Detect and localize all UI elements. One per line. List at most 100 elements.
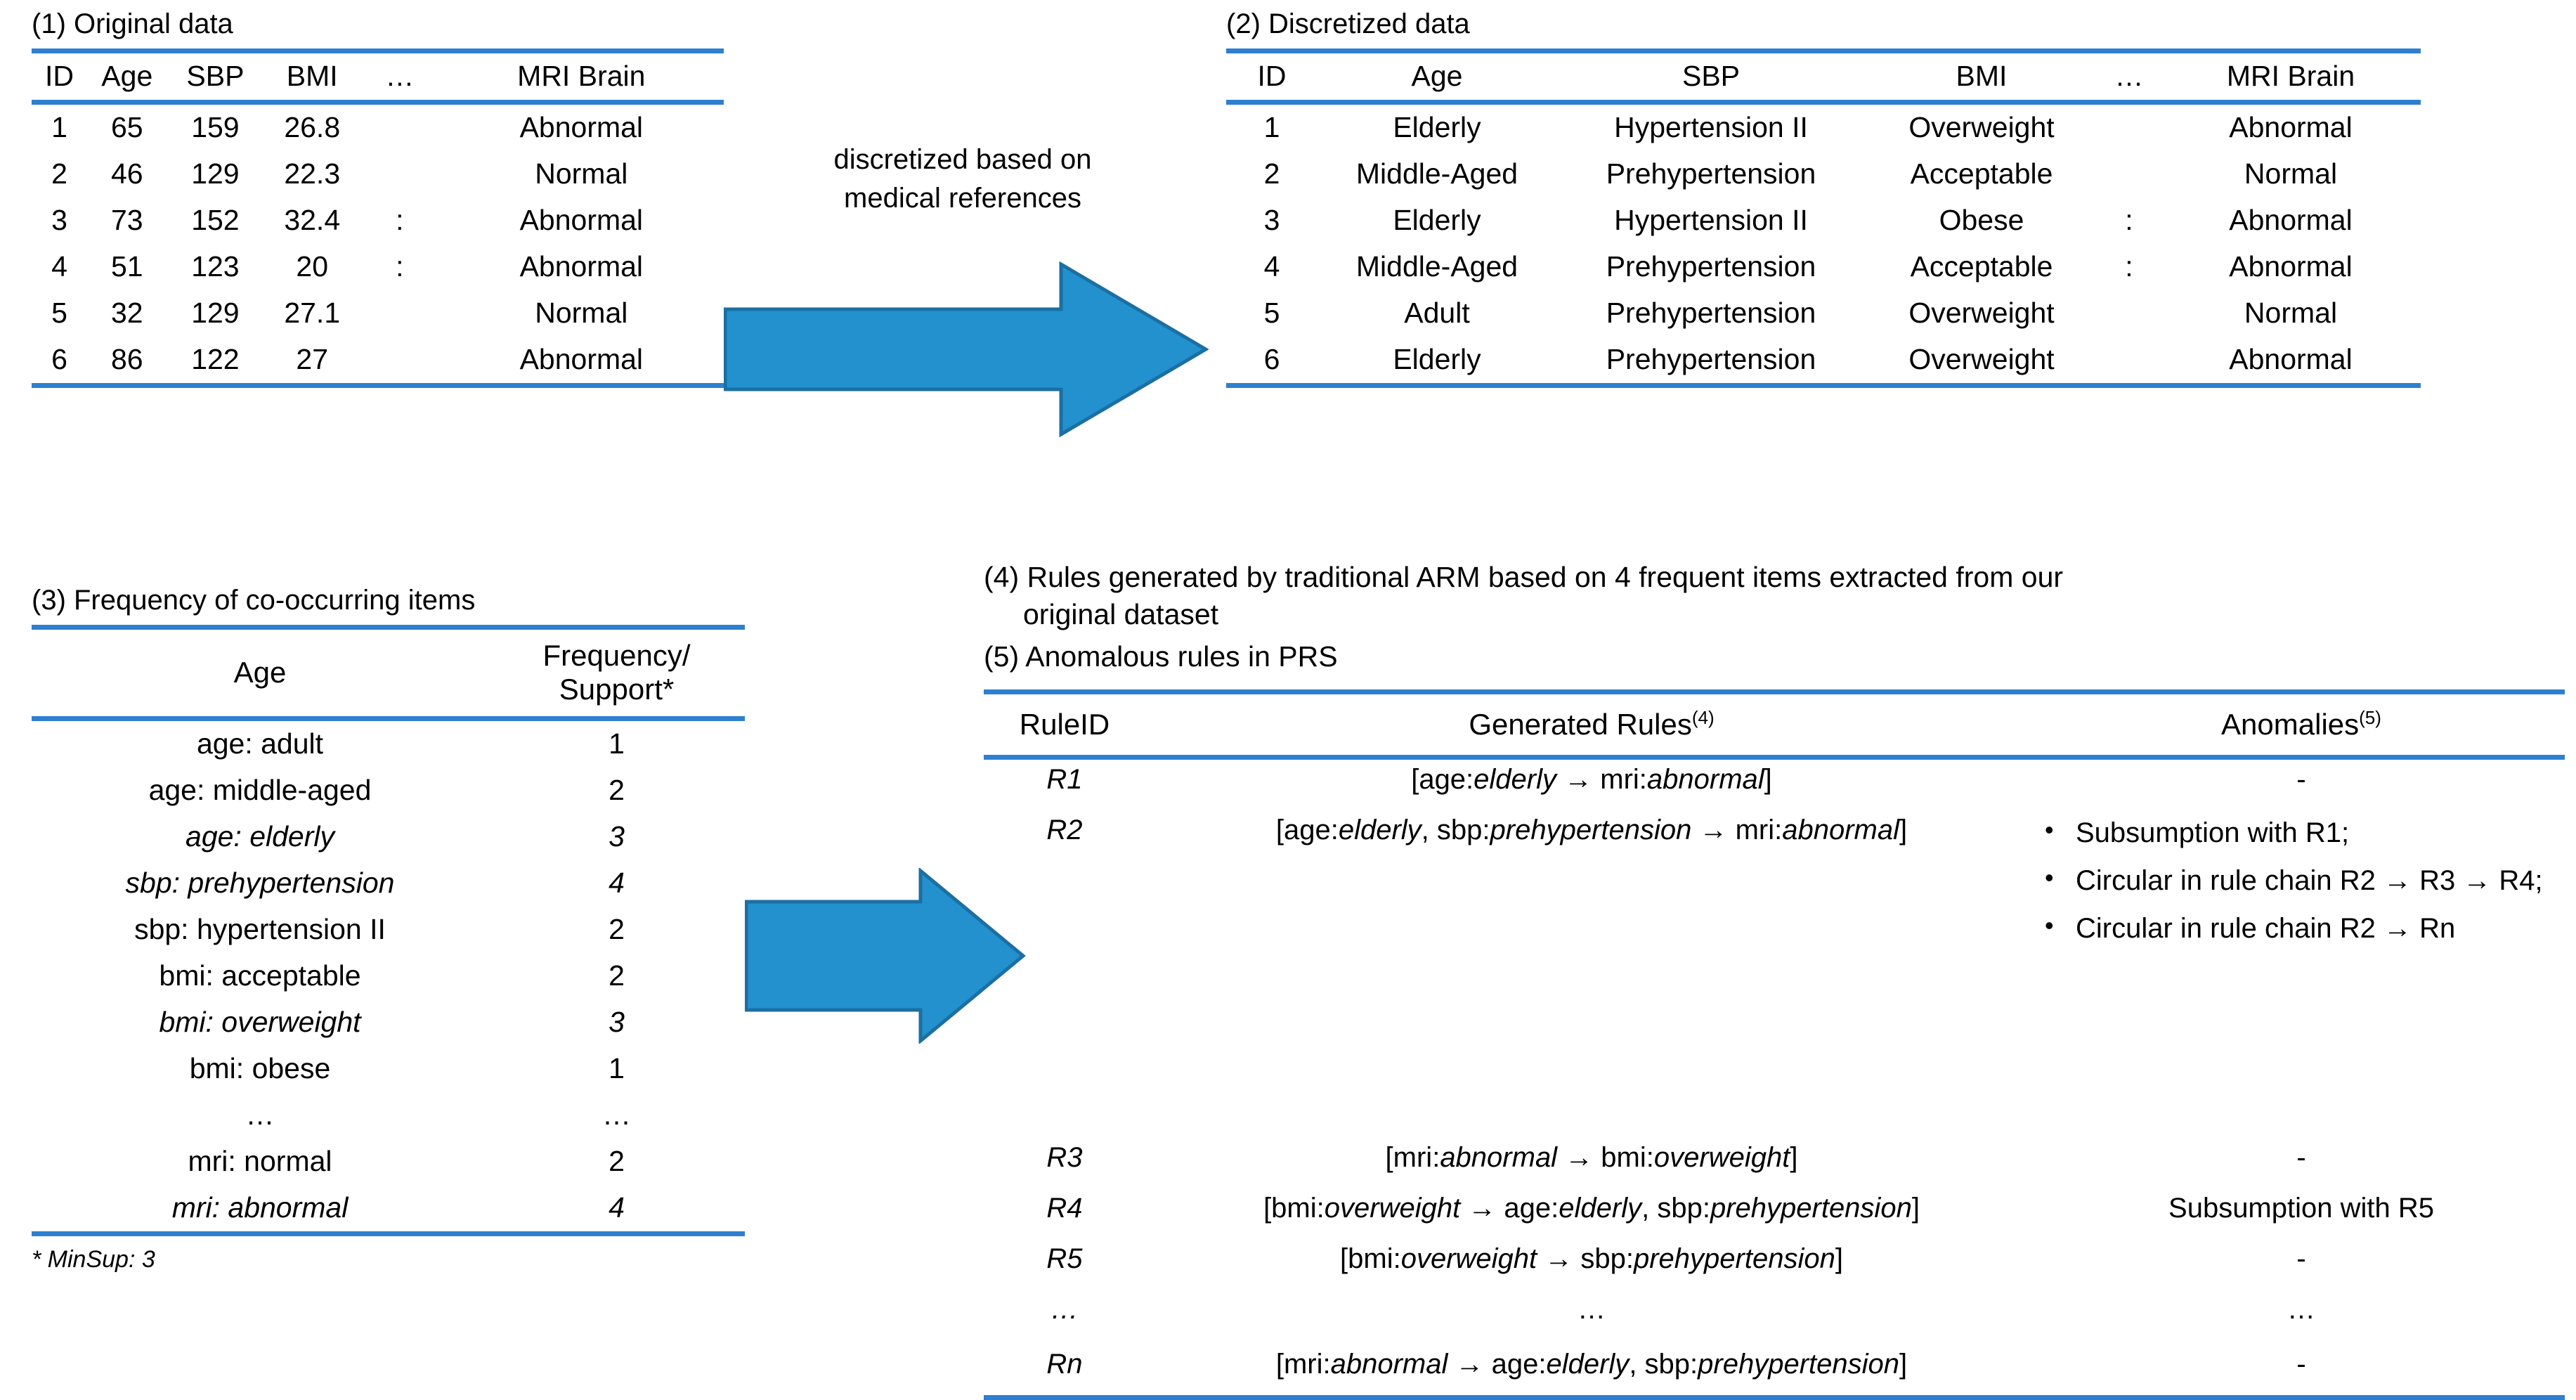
anomaly-value: - (2296, 763, 2306, 795)
table-cell: Prehypertension (1606, 343, 1816, 376)
table-cell: Prehypertension (1606, 250, 1816, 283)
table-cell: 129 (191, 297, 240, 330)
rule-row: R2[age:elderly, sbp:prehypertension → mr… (984, 810, 2565, 1138)
table-cell (360, 151, 438, 197)
rule-id: R5 (1046, 1243, 1083, 1274)
table-cell: 6 (1263, 343, 1280, 376)
table-cell: 5 (51, 297, 67, 330)
table-cell: 159 (191, 111, 240, 144)
table-cell: Overweight (1908, 343, 2055, 376)
col-header-mri-brain: MRI Brain (517, 60, 646, 93)
rule-attribute: ] (1899, 1348, 1908, 1380)
col-header-age: Age (233, 656, 287, 689)
rule-expression: [bmi:overweight → age:elderly, sbp:prehy… (1145, 1188, 2038, 1239)
col-header-bmi: BMI (1956, 60, 2008, 93)
anomalies-footnote-mark: (5) (2359, 707, 2381, 729)
table-cell: Middle-Aged (1355, 250, 1518, 283)
table-cell: Acceptable (1910, 250, 2053, 283)
freq-header-line2: Support* (559, 673, 675, 706)
table-cell: Hypertension II (1614, 204, 1808, 237)
rule-row: R4[bmi:overweight → age:elderly, sbp:pre… (984, 1188, 2565, 1239)
rule-expression: … (1145, 1290, 2038, 1344)
rule-anomalies: - (2038, 1239, 2565, 1290)
rules-thead: RuleID Generated Rules(4) Anomalies(5) (984, 692, 2565, 758)
col-header-age: Age (1411, 60, 1463, 93)
anomaly-value: - (2296, 1141, 2306, 1173)
rule-attribute: → age: (1448, 1348, 1547, 1380)
table-cell: Overweight (1908, 111, 2055, 144)
frequency-item-label: bmi: overweight (159, 1006, 361, 1039)
table-cell: Normal (535, 157, 628, 190)
table-cell: 65 (110, 111, 143, 144)
table-cell: Middle-Aged (1355, 157, 1518, 190)
panel3-caption: (3) Frequency of co-occurring items (32, 585, 476, 616)
rule-expression: [age:elderly → mri:abnormal] (1145, 757, 2038, 810)
table-row: 1 65 159 26.8 Abnormal (32, 102, 724, 151)
frequency-item-label: age: adult (196, 727, 324, 760)
rule-id: … (1050, 1293, 1079, 1325)
panel5-caption: (5) Anomalous rules in PRS (984, 640, 1338, 673)
rules-panel: (4) Rules generated by traditional ARM b… (984, 559, 2565, 1400)
rule-expression: [bmi:overweight → sbp:prehypertension] (1145, 1239, 2038, 1290)
frequency-item-value: 2 (609, 959, 625, 992)
rule-id: R1 (1046, 763, 1083, 795)
frequency-thead: Age Frequency/ Support* (32, 627, 745, 719)
discretized-data-thead: ID Age SBP BMI … MRI Brain (1226, 51, 2421, 103)
table-cell: Abnormal (2229, 250, 2353, 283)
freq-header-line1: Frequency/ (542, 639, 691, 673)
frequency-item-label: sbp: hypertension II (134, 913, 386, 946)
frequency-item-value: 1 (609, 1052, 625, 1085)
table-cell (360, 337, 438, 386)
table-header-row: RuleID Generated Rules(4) Anomalies(5) (984, 692, 2565, 758)
minsup-footnote: * MinSup: 3 (32, 1245, 155, 1273)
frequency-item-label: bmi: obese (189, 1052, 331, 1085)
table-cell: Abnormal (519, 111, 644, 144)
table-cell: : (2125, 250, 2133, 283)
table-cell: 152 (191, 204, 240, 237)
col-header-mri-brain: MRI Brain (2226, 60, 2355, 93)
table-row: …… (32, 1092, 745, 1139)
frequency-item-value: 3 (609, 820, 625, 853)
anomaly-value: Subsumption with R5 (2168, 1192, 2434, 1224)
rule-attribute: → sbp: (1537, 1243, 1634, 1274)
table-cell: : (396, 204, 404, 237)
frequency-item-value: 2 (609, 774, 625, 807)
rule-value: abnormal (1782, 814, 1900, 845)
table-cell: 73 (110, 204, 143, 237)
table-cell: Elderly (1393, 343, 1481, 376)
rule-expression: [age:elderly, sbp:prehypertension → mri:… (1145, 810, 2038, 1138)
rule-anomalies: - (2038, 757, 2565, 810)
table-cell: 26.8 (284, 111, 341, 144)
table-cell: 123 (191, 250, 240, 283)
rule-value: elderly (1559, 1192, 1642, 1224)
table-cell: 1 (51, 111, 67, 144)
col-header-ruleid: RuleID (1019, 707, 1110, 741)
rule-row: R5 [bmi:overweight → sbp:prehypertension]… (984, 1239, 2565, 1290)
rule-value: overweight (1400, 1243, 1537, 1274)
frequency-item-label: … (245, 1098, 275, 1132)
rule-id: R3 (1046, 1141, 1083, 1173)
table-cell: 4 (51, 250, 67, 283)
rule-value: prehypertension (1710, 1192, 1912, 1224)
rule-value: elderly (1338, 814, 1422, 845)
table-cell: Normal (2244, 157, 2338, 190)
rules-tbody: R1[age:elderly → mri:abnormal]-R2[age:el… (984, 757, 2565, 1398)
table-header-row: Age Frequency/ Support* (32, 627, 745, 719)
frequency-item-value: … (602, 1098, 631, 1132)
